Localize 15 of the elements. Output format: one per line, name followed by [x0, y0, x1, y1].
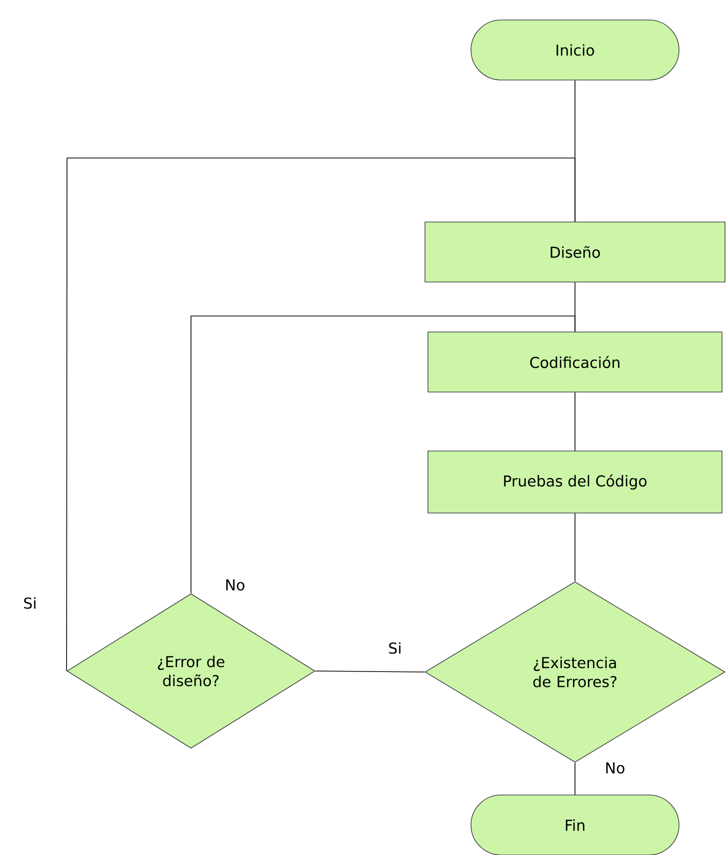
- connector-line: [190, 316, 576, 594]
- connector-line: [66, 158, 576, 672]
- edge-label: No: [224, 578, 246, 592]
- connector-line: [574, 392, 576, 451]
- start-terminal: Inicio: [470, 20, 680, 80]
- edge-label: Si: [387, 641, 403, 655]
- connector-line: [574, 762, 576, 795]
- edge-label: Si: [22, 596, 38, 610]
- process-box: Diseño: [424, 222, 726, 282]
- process-box: Pruebas del Código: [428, 450, 722, 514]
- process-box: Codificación: [428, 332, 722, 392]
- connector-line: [574, 513, 576, 582]
- connector-line: [315, 670, 425, 672]
- edge-label: No: [604, 761, 626, 775]
- end-terminal: Fin: [470, 794, 680, 855]
